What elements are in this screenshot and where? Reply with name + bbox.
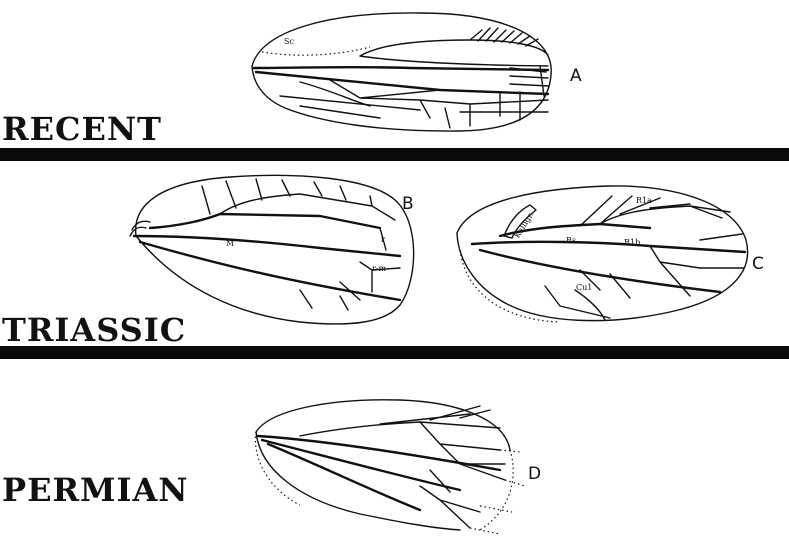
wing-a-main-veins [254, 67, 548, 94]
wing-b-label-r: r [381, 235, 385, 244]
wing-b-base [130, 221, 150, 236]
wing-c-label-ria: R1a [636, 196, 652, 205]
wing-a: Sc [252, 13, 551, 131]
wing-a-radial-cell [360, 40, 548, 66]
wing-c-outline [457, 186, 748, 321]
wing-b: M r r-m [130, 175, 414, 324]
wing-d-costal-veins [300, 406, 500, 436]
wing-a-crossveins [300, 66, 548, 128]
era-label-recent: RECENT [2, 113, 162, 145]
wing-d [255, 400, 525, 534]
wing-b-letter: B [402, 196, 414, 213]
era-label-permian: PERMIAN [2, 474, 189, 506]
wing-a-stigma-hatch [470, 28, 538, 46]
wing-c-label-rib: R1b [624, 238, 640, 247]
wing-d-main-veins [258, 436, 500, 510]
wing-d-crossveins [420, 422, 505, 528]
wing-a-outline [252, 13, 551, 131]
wing-c: R1a Rs R1b Cu1 Kalligr. [457, 186, 748, 322]
divider-bar-triassic [0, 346, 789, 359]
wing-c-letter: C [752, 256, 764, 273]
divider-bar-recent [0, 148, 789, 161]
wing-d-apical-dotted [255, 432, 513, 530]
wing-b-main-veins [134, 214, 400, 300]
wing-a-letter: A [570, 68, 582, 85]
wing-c-label-rs: Rs [566, 236, 576, 245]
wing-d-vein-ends-dotted [470, 450, 525, 534]
wing-b-label-m: M [226, 239, 234, 248]
wing-b-outline [136, 175, 414, 324]
wing-d-letter: D [528, 466, 541, 483]
wing-a-label-sc: Sc [284, 37, 294, 46]
wing-a-costal-dotted [262, 47, 370, 55]
wing-c-radial-veins [580, 196, 742, 240]
era-label-triassic: TRIASSIC [2, 314, 186, 346]
wing-b-label-rm: r-m [372, 264, 387, 273]
wing-c-label-cui: Cu1 [576, 283, 592, 292]
